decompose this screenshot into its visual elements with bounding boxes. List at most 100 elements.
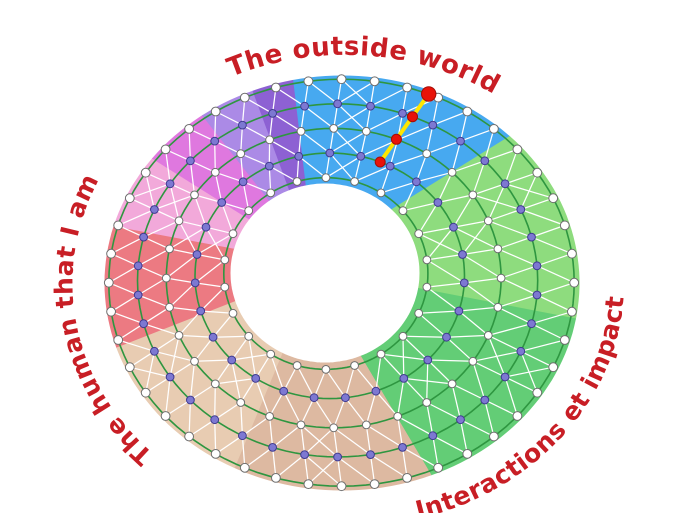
node[interactable]	[433, 198, 443, 207]
node[interactable]	[428, 431, 438, 441]
node[interactable]	[512, 144, 523, 155]
node[interactable]	[489, 123, 499, 134]
node[interactable]	[208, 332, 218, 342]
node[interactable]	[376, 349, 386, 359]
node[interactable]	[265, 412, 275, 421]
node[interactable]	[228, 308, 238, 318]
node[interactable]	[227, 355, 237, 365]
node[interactable]	[292, 361, 302, 370]
node[interactable]	[369, 479, 380, 490]
node[interactable]	[268, 443, 278, 452]
node[interactable]	[103, 277, 114, 288]
node[interactable]	[238, 177, 248, 187]
node[interactable]	[493, 244, 503, 254]
node[interactable]	[239, 92, 250, 103]
node[interactable]	[527, 232, 536, 242]
node[interactable]	[548, 193, 559, 204]
node[interactable]	[456, 415, 465, 425]
node[interactable]	[532, 387, 543, 398]
node[interactable]	[462, 106, 473, 117]
node[interactable]	[113, 335, 124, 345]
node[interactable]	[516, 205, 526, 214]
node[interactable]	[292, 177, 302, 186]
node[interactable]	[483, 216, 493, 226]
node[interactable]	[244, 331, 254, 341]
node[interactable]	[329, 423, 339, 433]
node[interactable]	[279, 386, 289, 396]
node[interactable]	[244, 206, 254, 216]
node[interactable]	[321, 365, 331, 374]
node[interactable]	[220, 255, 230, 265]
node[interactable]	[496, 273, 506, 283]
node[interactable]	[559, 220, 570, 231]
node[interactable]	[493, 302, 503, 312]
node[interactable]	[139, 319, 149, 329]
node[interactable]	[228, 229, 238, 239]
node[interactable]	[296, 420, 306, 430]
node[interactable]	[414, 308, 424, 318]
node[interactable]	[361, 126, 371, 136]
node[interactable]	[133, 261, 143, 271]
node[interactable]	[210, 415, 220, 425]
highlight-dot[interactable]	[374, 156, 386, 168]
node[interactable]	[139, 232, 149, 242]
node[interactable]	[265, 135, 275, 145]
node[interactable]	[184, 431, 195, 442]
node[interactable]	[333, 452, 343, 462]
node[interactable]	[165, 179, 175, 189]
node[interactable]	[264, 161, 274, 171]
node[interactable]	[442, 332, 451, 342]
node[interactable]	[422, 255, 432, 265]
node[interactable]	[236, 149, 246, 159]
node[interactable]	[398, 206, 408, 216]
node[interactable]	[447, 379, 457, 389]
highlight-dot[interactable]	[407, 111, 418, 123]
node[interactable]	[527, 319, 536, 329]
node[interactable]	[165, 372, 175, 382]
node[interactable]	[548, 362, 559, 373]
node[interactable]	[210, 449, 221, 459]
node[interactable]	[160, 144, 171, 155]
node[interactable]	[456, 136, 465, 146]
node[interactable]	[238, 431, 247, 441]
node[interactable]	[462, 449, 473, 459]
node[interactable]	[296, 126, 306, 136]
node[interactable]	[190, 356, 199, 366]
node[interactable]	[113, 220, 124, 231]
node[interactable]	[165, 302, 174, 312]
node[interactable]	[567, 306, 577, 317]
node[interactable]	[336, 74, 347, 85]
node[interactable]	[333, 99, 343, 109]
node[interactable]	[106, 306, 116, 317]
node[interactable]	[309, 393, 319, 403]
node[interactable]	[366, 450, 375, 460]
node[interactable]	[124, 362, 135, 373]
node[interactable]	[423, 355, 433, 365]
node[interactable]	[569, 277, 580, 288]
node[interactable]	[422, 398, 432, 407]
node[interactable]	[480, 395, 490, 405]
node[interactable]	[210, 167, 220, 177]
node[interactable]	[174, 216, 184, 226]
node[interactable]	[266, 349, 276, 359]
node[interactable]	[483, 331, 493, 340]
node[interactable]	[422, 282, 432, 292]
node[interactable]	[190, 278, 200, 288]
highlight-dot[interactable]	[421, 86, 437, 102]
node[interactable]	[341, 393, 350, 403]
node[interactable]	[361, 420, 371, 430]
node[interactable]	[210, 136, 220, 146]
node[interactable]	[532, 167, 543, 178]
node[interactable]	[385, 161, 395, 171]
node[interactable]	[399, 374, 409, 383]
node[interactable]	[371, 386, 381, 396]
node[interactable]	[376, 188, 386, 198]
node[interactable]	[220, 282, 230, 292]
node[interactable]	[236, 398, 246, 407]
node[interactable]	[303, 76, 314, 87]
node[interactable]	[458, 250, 467, 259]
node[interactable]	[268, 109, 278, 118]
node[interactable]	[447, 167, 457, 177]
node[interactable]	[140, 387, 151, 398]
node[interactable]	[480, 156, 490, 166]
